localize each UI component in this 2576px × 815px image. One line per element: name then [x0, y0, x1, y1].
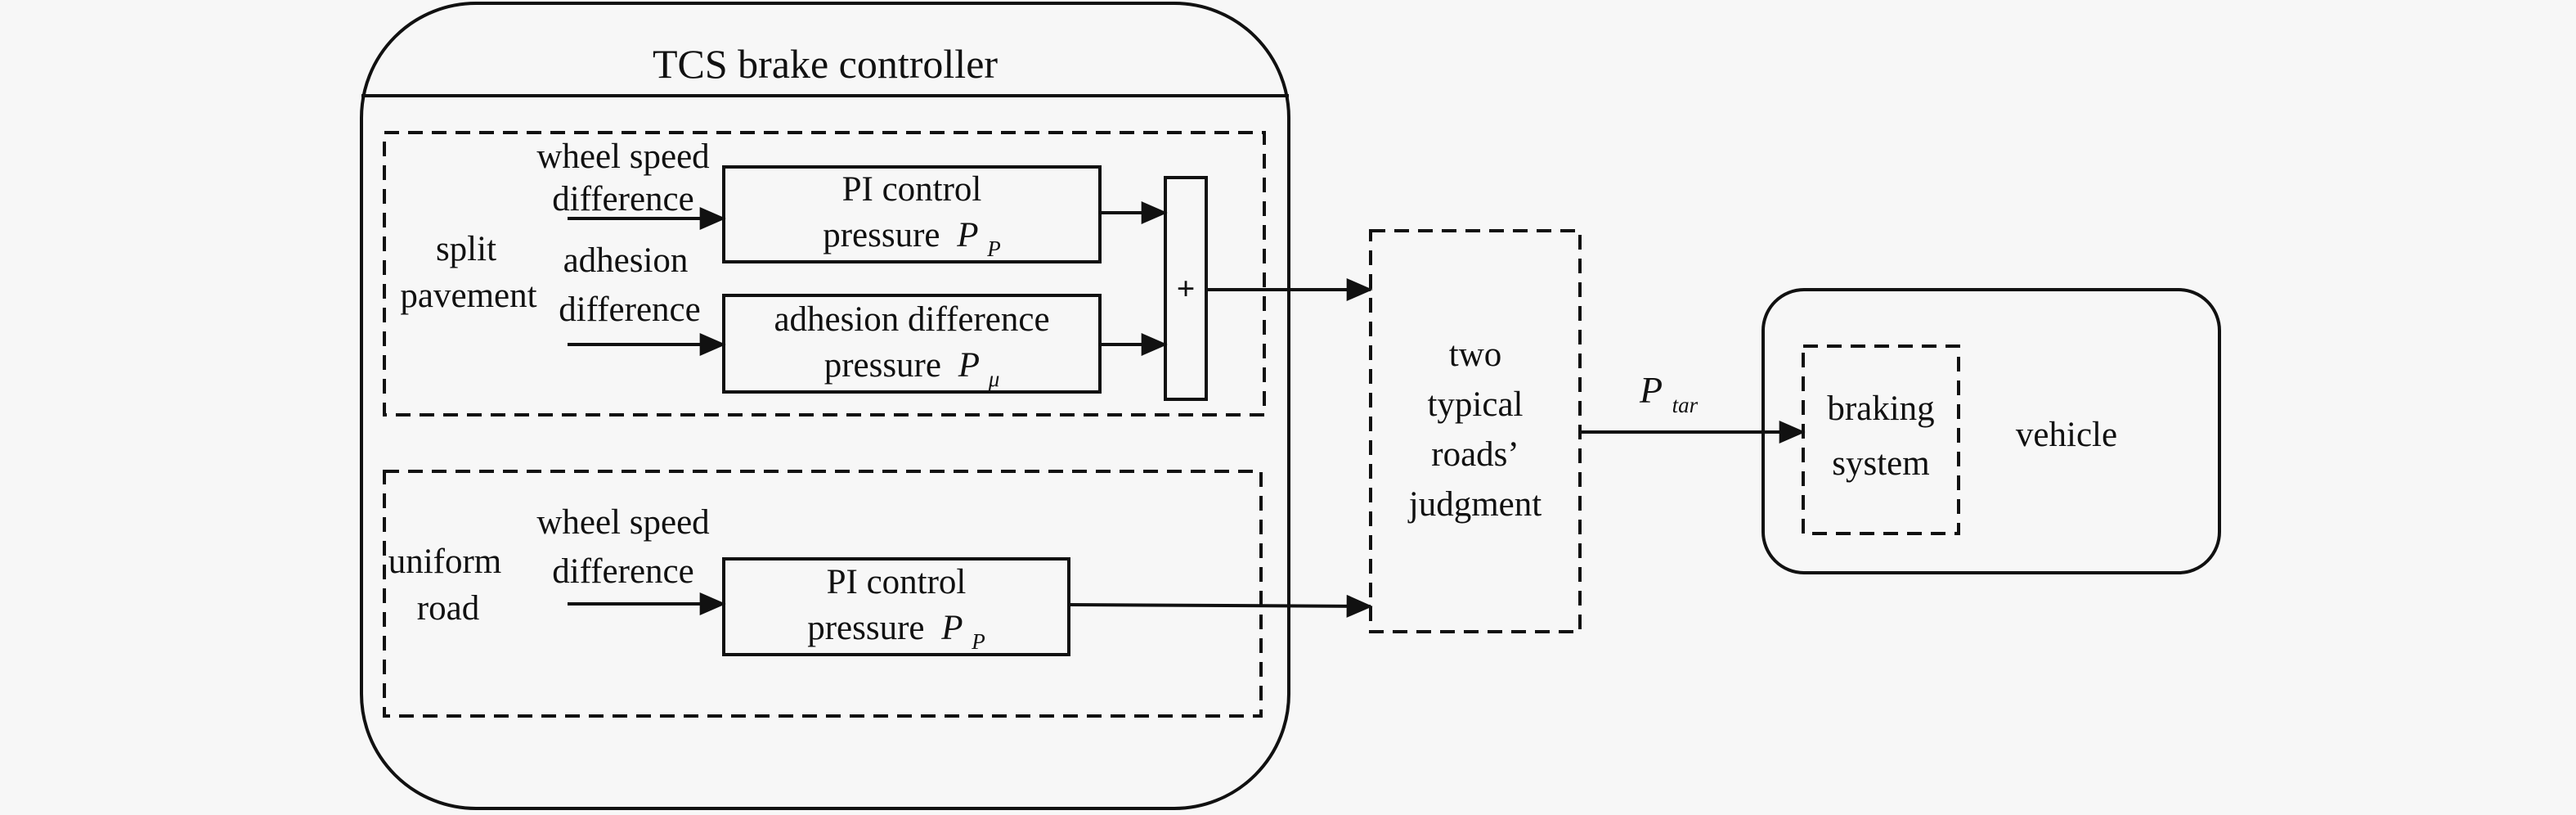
uniform-case-label-line2: road	[417, 589, 479, 628]
ptar-symbol: P	[1639, 369, 1663, 411]
split-adhesion-block-label-line1: adhesion difference	[774, 300, 1049, 339]
ptar-signal-label: P tar	[1639, 369, 1699, 417]
judgment-label-line2: typical	[1427, 385, 1523, 424]
split-input1-label-line2: difference	[552, 180, 693, 218]
split-pi-block-text: pressure	[823, 216, 940, 254]
braking-system-label-line1: braking	[1827, 389, 1934, 428]
split-pi-block-label-line2: pressure P P	[823, 216, 1001, 261]
uniform-pi-block-text: pressure	[807, 609, 924, 647]
split-pi-block-label-line1: PI control	[842, 170, 982, 209]
uniform-pi-block-label-line2: pressure P P	[807, 609, 985, 654]
uniform-input-label-line1: wheel speed	[536, 503, 709, 542]
judgment-label-line3: roads’	[1431, 435, 1519, 474]
controller-title: TCS brake controller	[653, 41, 998, 87]
uniform-input-label-line2: difference	[552, 552, 693, 591]
uniform-to-judgment-arrow	[1068, 594, 1373, 618]
braking-system-label-line2: system	[1832, 444, 1929, 483]
split-pi-block-symbol: P	[956, 216, 978, 254]
split-adhesion-block-symbol: P	[958, 346, 980, 385]
split-pavement-region	[383, 131, 1266, 417]
split-adhesion-block-subscript: μ	[988, 367, 1000, 391]
split-case-label-line2: pavement	[400, 277, 536, 315]
road-judgment-box	[1369, 229, 1582, 633]
split-input2-label-line1: adhesion	[563, 241, 689, 280]
braking-system-box	[1802, 344, 1960, 535]
split-adhesion-block-text: pressure	[824, 346, 941, 385]
split-pi-block-subscript: P	[986, 236, 1001, 261]
uniform-pi-block-subscript: P	[971, 629, 985, 654]
vehicle-label: vehicle	[2016, 416, 2117, 454]
split-input2-label-line2: difference	[559, 290, 700, 329]
uniform-pi-block-symbol: P	[940, 609, 963, 647]
uniform-case-label-line1: uniform	[388, 543, 502, 581]
split-input1-label-line1: wheel speed	[536, 137, 709, 176]
judgment-label-line1: two	[1449, 335, 1502, 374]
ptar-subscript: tar	[1672, 393, 1699, 417]
split-adhesion-block-label-line2: pressure P μ	[824, 346, 1000, 391]
split-case-label-line1: split	[436, 230, 496, 268]
uniform-pi-block-label-line1: PI control	[827, 563, 967, 601]
vehicle-box	[1761, 288, 2221, 574]
uniform-pi-control-block	[722, 557, 1070, 656]
judgment-label-line4: judgment	[1407, 485, 1542, 524]
tcs-controller-box	[360, 2, 1290, 810]
uniform-road-region	[383, 470, 1263, 718]
summing-sign: +	[1177, 270, 1196, 307]
